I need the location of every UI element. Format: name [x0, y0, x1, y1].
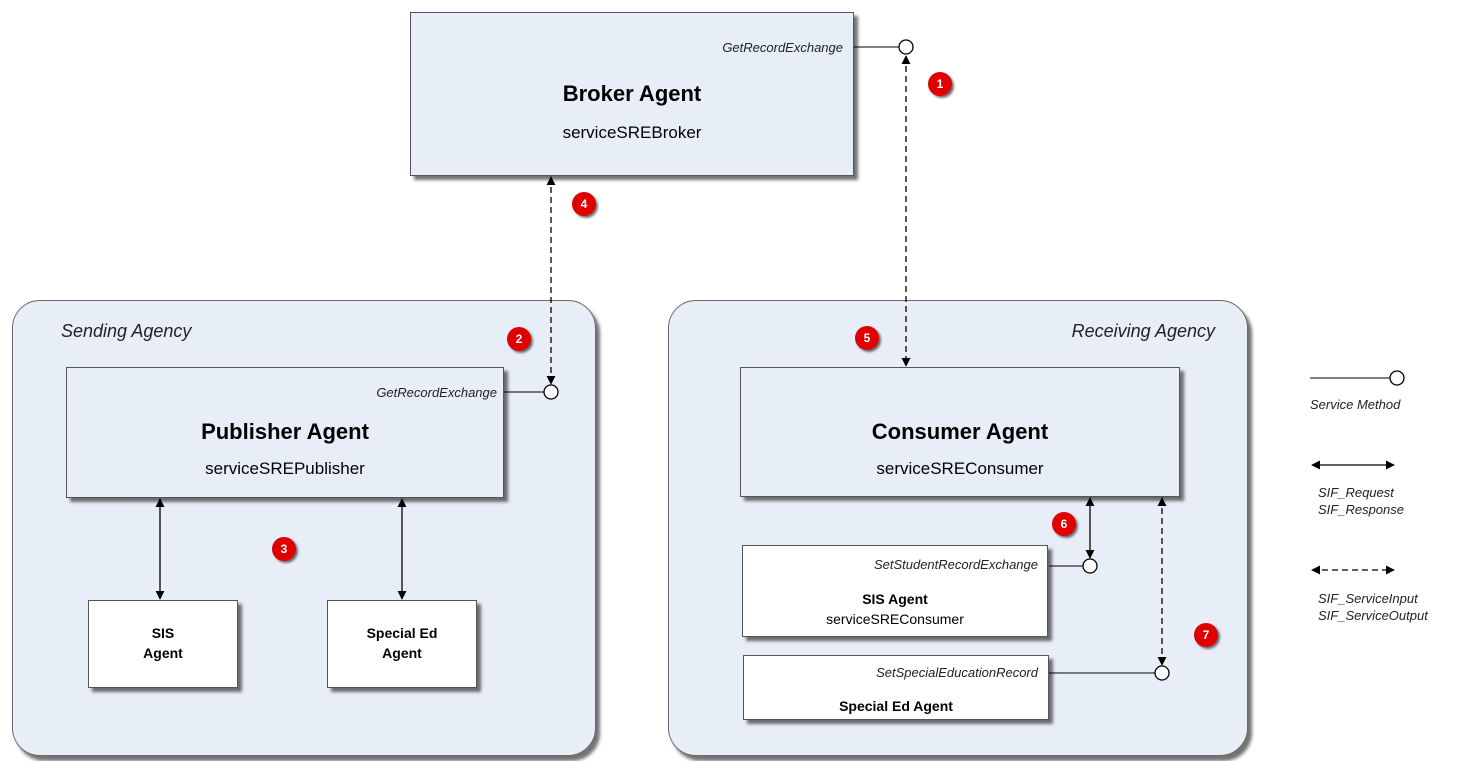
broker-service-port [898, 39, 914, 55]
legend-service-method-label: Service Method [1310, 396, 1400, 413]
step-badge-6: 6 [1052, 512, 1076, 536]
consumer-agent-title: Consumer Agent [871, 419, 1049, 444]
broker-method-label: GetRecordExchange [722, 40, 843, 55]
receiving-sis-agent-box[interactable]: SetStudentRecordExchange SIS Agent servi… [742, 545, 1048, 637]
legend-request-line2: SIF_Response [1318, 502, 1404, 517]
step-badge-4: 4 [572, 192, 596, 216]
step-badge-1: 1 [928, 72, 952, 96]
legend-input-line1: SIF_ServiceInput [1318, 591, 1418, 606]
receiving-agency-title: Receiving Agency [1071, 321, 1215, 341]
legend-request-line1: SIF_Request [1318, 485, 1394, 500]
broker-agent-title: Broker Agent [562, 81, 702, 106]
sending-special-ed-agent-box[interactable]: Special Ed Agent [327, 600, 477, 688]
sending-special-ed-line1: Special Ed [366, 625, 438, 641]
broker-agent-subtitle: serviceSREBroker [562, 123, 702, 142]
legend-service-method-text: Service Method [1310, 397, 1401, 412]
sending-sis-line2: Agent [143, 645, 183, 661]
step-badge-2: 2 [507, 327, 531, 351]
receiving-special-ed-method-label: SetSpecialEducationRecord [876, 665, 1038, 680]
receiving-special-ed-title: Special Ed Agent [839, 698, 953, 714]
legend-request-label: SIF_Request SIF_Response [1318, 484, 1404, 518]
receiving-sis-subtitle: serviceSREConsumer [826, 611, 964, 627]
sending-special-ed-line2: Agent [382, 645, 422, 661]
publisher-agent-title: Publisher Agent [201, 419, 369, 444]
receiving-special-ed-agent-box[interactable]: SetSpecialEducationRecord Special Ed Age… [743, 655, 1049, 720]
publisher-agent-subtitle: serviceSREPublisher [205, 459, 365, 478]
publisher-service-port [543, 384, 559, 400]
sending-agency-title: Sending Agency [61, 321, 192, 341]
legend-input-line2: SIF_ServiceOutput [1318, 608, 1428, 623]
broker-agent-box[interactable]: GetRecordExchange Broker Agent serviceSR… [410, 12, 854, 176]
publisher-agent-box[interactable]: GetRecordExchange Publisher Agent servic… [66, 367, 504, 498]
sending-sis-agent-box[interactable]: SIS Agent [88, 600, 238, 688]
consumer-agent-box[interactable]: Consumer Agent serviceSREConsumer [740, 367, 1180, 497]
receiving-sis-service-port [1082, 558, 1098, 574]
step-badge-5: 5 [855, 326, 879, 350]
receiving-special-ed-service-port [1154, 665, 1170, 681]
consumer-agent-subtitle: serviceSREConsumer [876, 459, 1044, 478]
receiving-sis-title: SIS Agent [862, 591, 928, 607]
receiving-sis-method-label: SetStudentRecordExchange [873, 557, 1038, 572]
sending-sis-line1: SIS [151, 625, 175, 641]
step-badge-7: 7 [1194, 623, 1218, 647]
legend-input-label: SIF_ServiceInput SIF_ServiceOutput [1318, 590, 1428, 624]
step-badge-3: 3 [272, 537, 296, 561]
publisher-method-label: GetRecordExchange [376, 385, 497, 400]
legend-service-port [1389, 370, 1405, 386]
